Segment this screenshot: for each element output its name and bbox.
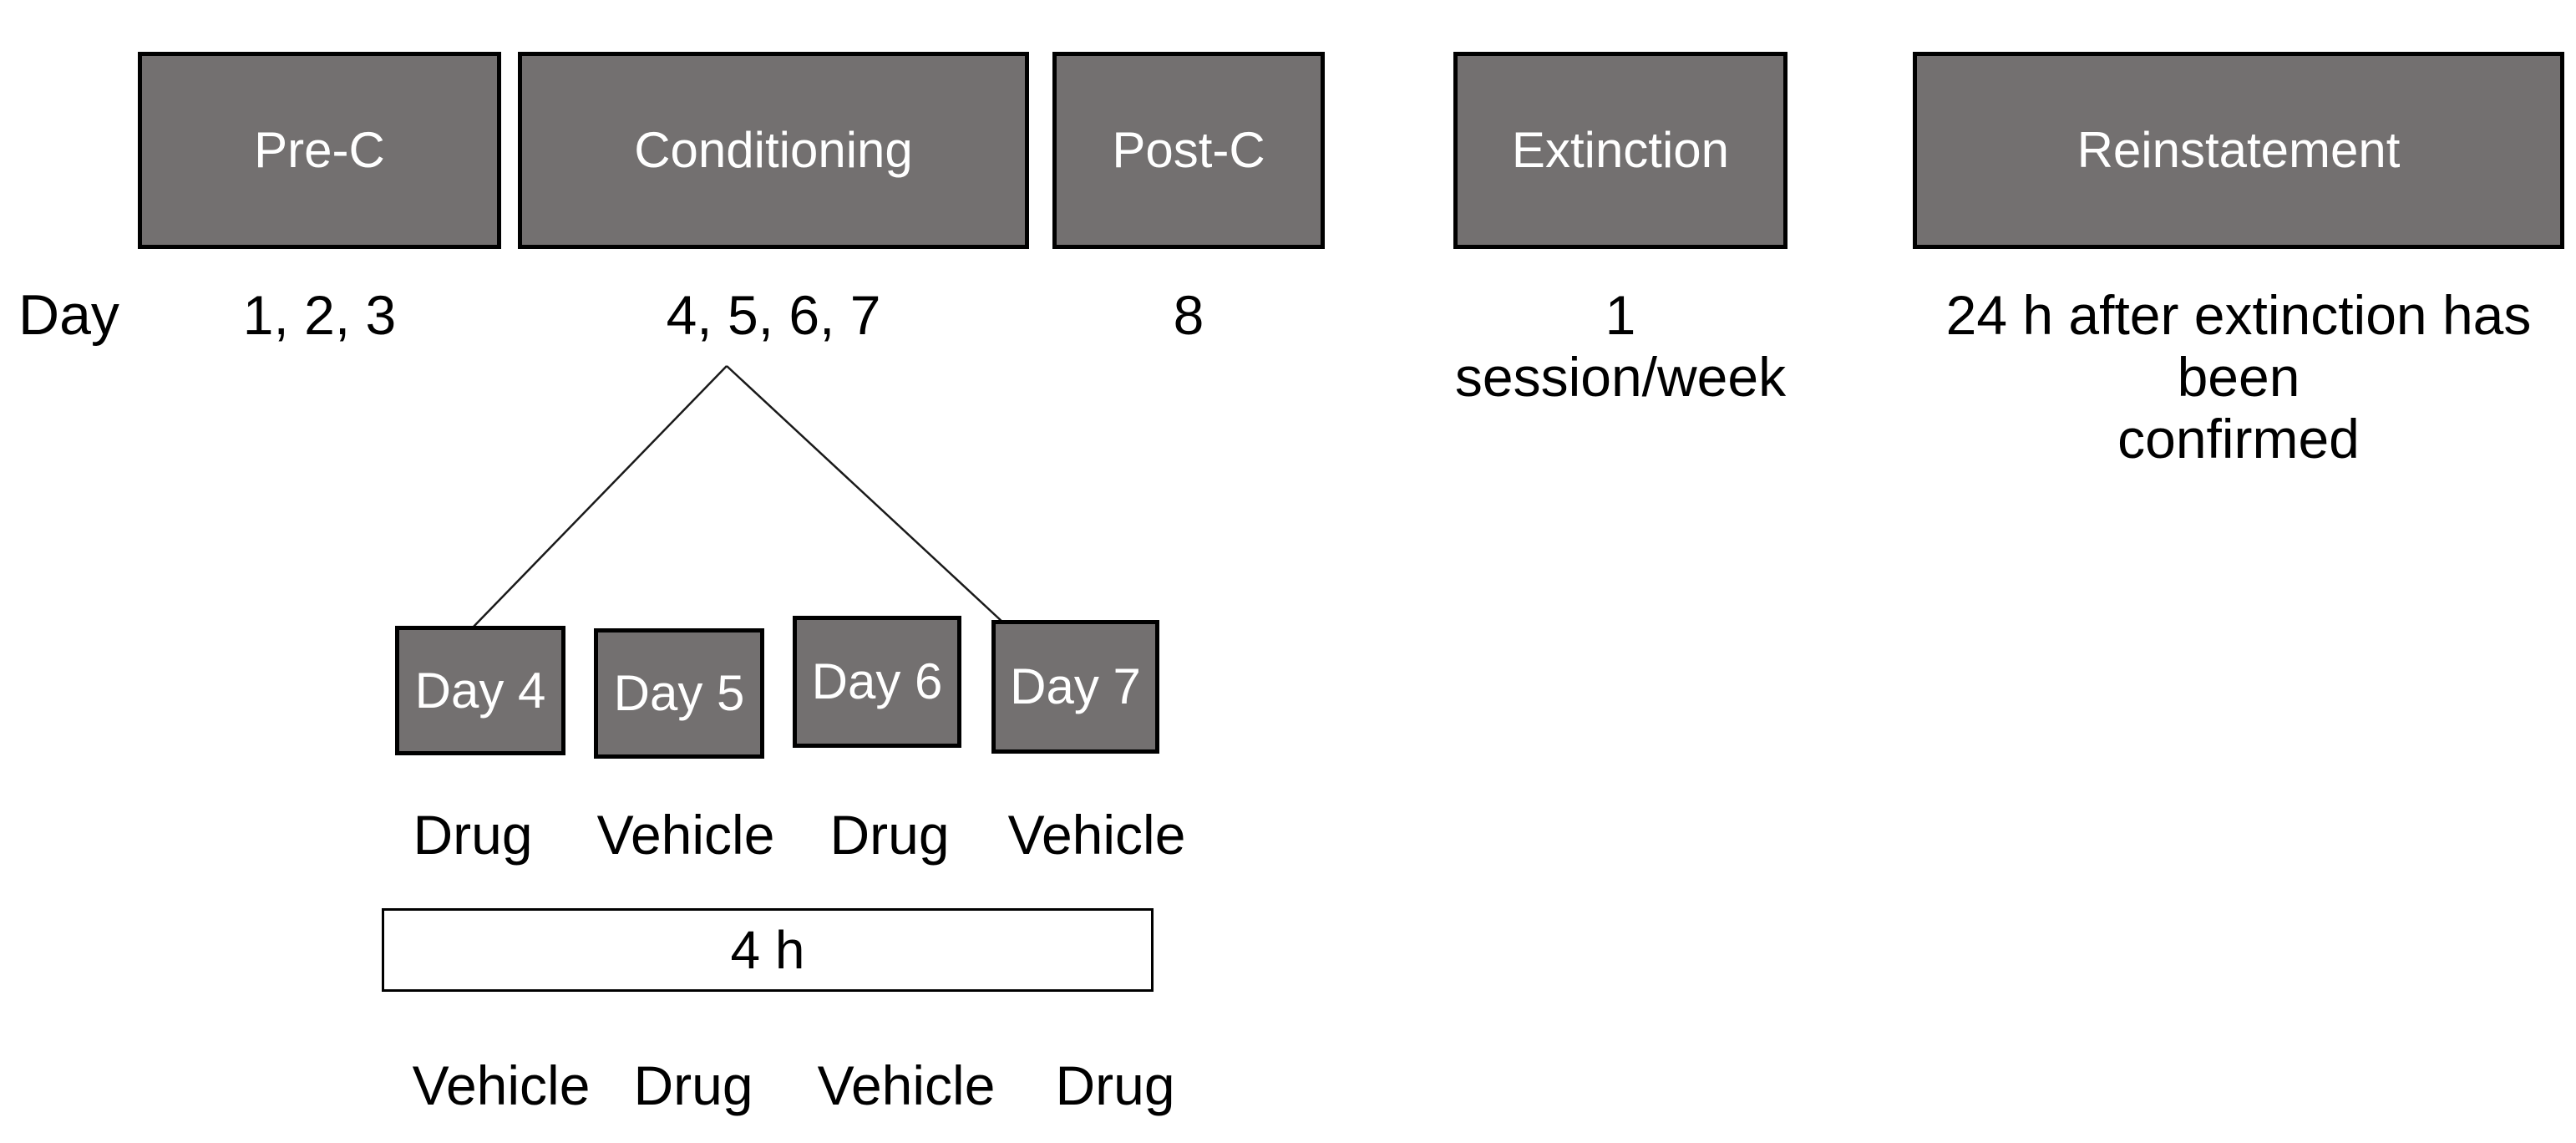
phase-box-reinstatement: Reinstatement bbox=[1913, 52, 2564, 249]
phase-days-post-c: 8 bbox=[1173, 284, 1204, 346]
day-box-day6: Day 6 bbox=[793, 616, 961, 748]
first-injection-day6: Drug bbox=[829, 804, 950, 866]
phase-label-pre-c: Pre-C bbox=[254, 122, 385, 178]
phase-box-extinction: Extinction bbox=[1453, 52, 1787, 249]
extinction-days-line1: 1 bbox=[1605, 284, 1636, 346]
phase-label-conditioning: Conditioning bbox=[634, 122, 913, 178]
extinction-days-line2: session/week bbox=[1454, 346, 1787, 408]
day-axis-label: Day bbox=[18, 283, 119, 347]
phase-box-pre-c: Pre-C bbox=[138, 52, 501, 249]
first-injection-day7: Vehicle bbox=[1007, 804, 1186, 866]
phase-label-reinstatement: Reinstatement bbox=[2077, 122, 2401, 178]
phase-label-extinction: Extinction bbox=[1511, 122, 1730, 178]
day-box-day4: Day 4 bbox=[395, 626, 565, 755]
day-box-label-day5: Day 5 bbox=[613, 665, 745, 721]
day-box-label-day4: Day 4 bbox=[414, 662, 546, 719]
day-box-day5: Day 5 bbox=[594, 628, 764, 759]
reinstatement-days-line2: confirmed bbox=[2117, 408, 2360, 470]
interval-label: 4 h bbox=[730, 920, 805, 980]
first-injection-day5: Vehicle bbox=[596, 804, 775, 866]
phase-days-pre-c: 1, 2, 3 bbox=[242, 284, 397, 346]
second-injection-day4: Vehicle bbox=[412, 1054, 591, 1116]
first-injection-day4: Drug bbox=[413, 804, 533, 866]
branch-line-right bbox=[726, 365, 1005, 624]
phase-days-reinstatement: 24 h after extinction has been confirmed bbox=[1884, 284, 2576, 470]
interval-box: 4 h bbox=[382, 908, 1154, 992]
second-injection-day6: Vehicle bbox=[817, 1054, 996, 1116]
second-injection-day7: Drug bbox=[1055, 1054, 1175, 1116]
phase-box-post-c: Post-C bbox=[1052, 52, 1325, 249]
day-box-label-day7: Day 7 bbox=[1010, 658, 1141, 714]
day-box-day7: Day 7 bbox=[991, 620, 1159, 754]
phase-box-conditioning: Conditioning bbox=[518, 52, 1029, 249]
phase-days-conditioning: 4, 5, 6, 7 bbox=[666, 284, 881, 346]
phase-label-post-c: Post-C bbox=[1112, 122, 1265, 178]
second-injection-day5: Drug bbox=[633, 1054, 753, 1116]
reinstatement-days-line1: 24 h after extinction has been bbox=[1945, 284, 2532, 408]
phase-days-extinction: 1 session/week bbox=[1453, 284, 1787, 408]
day-box-label-day6: Day 6 bbox=[811, 653, 943, 709]
branch-line-left bbox=[471, 365, 728, 629]
